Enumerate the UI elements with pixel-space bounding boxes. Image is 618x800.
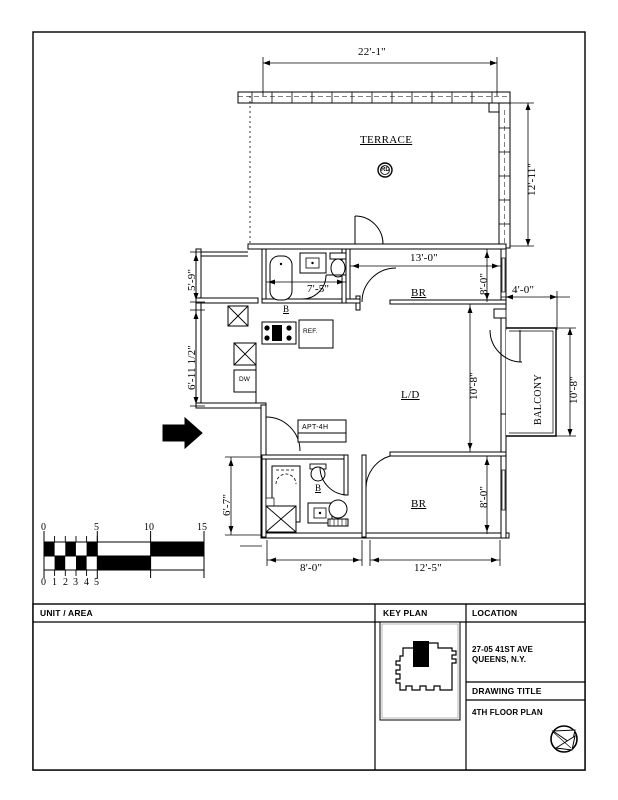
scale-tick-bottom-1: 1 [52, 577, 57, 588]
entry-door [265, 408, 301, 452]
scale-tick-top-15: 15 [197, 522, 207, 533]
title-block-key-plan-header: KEY PLAN [383, 608, 428, 618]
kitchen-area [227, 305, 334, 403]
br-upper-area [345, 248, 507, 311]
dim-br-lower-depth: 8'-0" [478, 485, 490, 508]
br-lower-area [361, 451, 507, 538]
scale-tick-bottom-0: 0 [41, 577, 46, 588]
title-block-unit-area-header: UNIT / AREA [40, 608, 93, 618]
room-label-balcony: BALCONY [533, 373, 544, 425]
dim-bath-upper-width: 7'-5" [307, 283, 330, 295]
dishwasher-label: DW [239, 376, 251, 383]
dim-left-lower: 6'-7" [221, 493, 233, 516]
dim-terrace-height: 12'-11" [526, 162, 538, 196]
roof-drain-label: RD [381, 167, 390, 173]
dim-br-upper-width: 13'-0" [410, 252, 438, 264]
scale-tick-bottom-2: 2 [63, 577, 68, 588]
room-label-terrace: TERRACE [360, 134, 413, 146]
scale-tick-bottom-4: 4 [84, 577, 89, 588]
interior-dimension-lines [190, 249, 501, 566]
dim-left-upper: 5'-9" [186, 268, 198, 291]
bath-upper [261, 248, 347, 304]
title-block-location-line2: QUEENS, N.Y. [472, 655, 527, 664]
scale-tick-bottom-5: 5 [94, 577, 99, 588]
title-block-location-line1: 27-05 41ST AVE [472, 645, 533, 654]
room-label-br-upper: BR [411, 287, 427, 299]
balcony-dimension-lines [501, 291, 576, 437]
north-arrow-logo [550, 725, 578, 753]
dim-br-upper-depth: 8'-0" [478, 272, 490, 295]
title-block-drawing-title-header: DRAWING TITLE [472, 686, 542, 696]
title-block-drawing-title-value: 4TH FLOOR PLAN [472, 708, 543, 717]
refrigerator-label: REF. [303, 328, 318, 335]
scale-tick-top-5: 5 [94, 522, 99, 533]
terrace-area [237, 91, 511, 250]
balcony-area [489, 327, 558, 437]
scale-tick-top-0: 0 [41, 522, 46, 533]
dim-bottom-right: 12'-5" [414, 562, 442, 574]
scale-tick-top-10: 10 [144, 522, 154, 533]
scale-tick-bottom-3: 3 [73, 577, 78, 588]
dim-terrace-width: 22'-1" [358, 46, 386, 58]
key-plan-footprint [395, 641, 457, 691]
apartment-tag-label: APT-4H [302, 424, 329, 431]
dim-balcony-width: 4'-0" [512, 284, 535, 296]
room-label-living-dining: L/D [401, 389, 420, 401]
title-block-location-header: LOCATION [472, 608, 518, 618]
apartment-tag-box [297, 419, 347, 443]
apartment-walls [195, 243, 510, 539]
dim-left-mid: 6'-11 1/2" [186, 344, 198, 390]
room-label-br-lower: BR [411, 498, 427, 510]
room-label-bath-lower: B [315, 483, 322, 493]
dim-balcony-depth: 10'-8" [568, 376, 580, 404]
terrace-dimension-lines [262, 57, 534, 247]
room-label-bath-upper: B [283, 304, 290, 314]
graphic-scale-bar [43, 531, 205, 578]
bath-lower [261, 454, 349, 538]
dim-ld-depth: 10'-8" [468, 372, 480, 400]
entry-direction-arrow [162, 416, 203, 450]
dim-bottom-left: 8'-0" [300, 562, 323, 574]
